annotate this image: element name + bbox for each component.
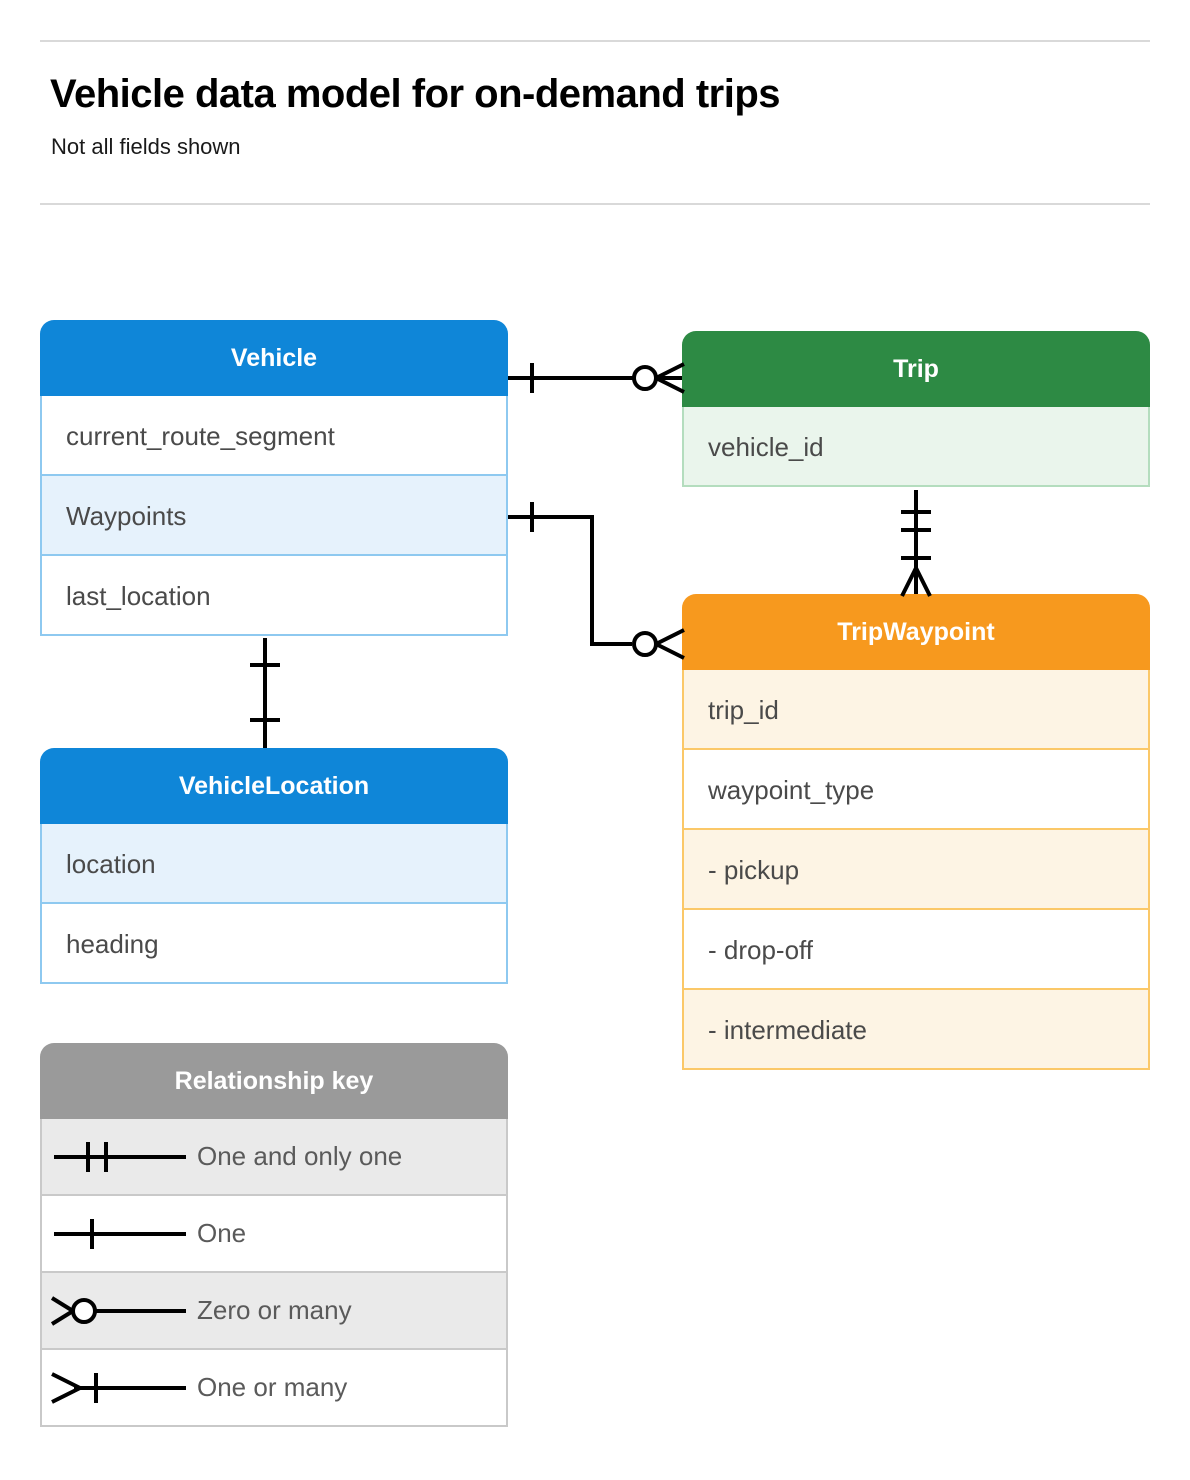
entity-vehiclelocation[interactable]: VehicleLocation location heading: [40, 748, 508, 984]
entity-trip-title: Trip: [682, 331, 1150, 407]
legend-label-one-and-only-one: One and only one: [197, 1141, 403, 1171]
zero-or-many-icon: [42, 1291, 197, 1331]
bottom-divider: [40, 203, 1150, 205]
entity-tripwaypoint-value-dropoff[interactable]: - drop-off: [682, 910, 1150, 990]
connector-vehicle-to-trip: [508, 362, 685, 394]
entity-vehiclelocation-field-location[interactable]: location: [40, 824, 508, 904]
legend-item-one: One: [40, 1196, 508, 1273]
page-subtitle: Not all fields shown: [51, 134, 241, 159]
entity-vehicle-field-current-route-segment[interactable]: current_route_segment: [40, 396, 508, 476]
connector-vehicle-to-vehiclelocation: [250, 638, 280, 748]
legend-label-zero-or-many: Zero or many: [197, 1295, 352, 1325]
legend-label-one: One: [197, 1218, 247, 1248]
entity-vehicle[interactable]: Vehicle current_route_segment Waypoints …: [40, 320, 508, 636]
entity-tripwaypoint-field-trip-id[interactable]: trip_id: [682, 670, 1150, 750]
legend-item-one-and-only-one: One and only one: [40, 1119, 508, 1196]
entity-vehicle-field-waypoints[interactable]: Waypoints: [40, 476, 508, 556]
legend-label-one-or-many: One or many: [197, 1372, 348, 1402]
page-title: Vehicle data model for on-demand trips: [50, 72, 781, 116]
top-divider: [40, 40, 1150, 42]
connector-trip-to-tripwaypoint: [900, 490, 932, 597]
entity-tripwaypoint-value-pickup[interactable]: - pickup: [682, 830, 1150, 910]
entity-tripwaypoint-value-intermediate[interactable]: - intermediate: [682, 990, 1150, 1070]
relationship-key-title: Relationship key: [40, 1043, 508, 1119]
one-and-only-one-icon: [42, 1137, 197, 1177]
one-or-many-icon: [42, 1368, 197, 1408]
entity-trip[interactable]: Trip vehicle_id: [682, 331, 1150, 487]
one-icon: [42, 1214, 197, 1254]
legend-item-one-or-many: One or many: [40, 1350, 508, 1427]
entity-vehiclelocation-title: VehicleLocation: [40, 748, 508, 824]
relationship-key-legend: Relationship key One and only one One: [40, 1043, 508, 1427]
entity-tripwaypoint-title: TripWaypoint: [682, 594, 1150, 670]
entity-tripwaypoint-field-waypoint-type[interactable]: waypoint_type: [682, 750, 1150, 830]
connector-waypoints-to-tripwaypoint: [508, 502, 685, 660]
entity-tripwaypoint[interactable]: TripWaypoint trip_id waypoint_type - pic…: [682, 594, 1150, 1070]
entity-vehicle-title: Vehicle: [40, 320, 508, 396]
legend-item-zero-or-many: Zero or many: [40, 1273, 508, 1350]
entity-vehiclelocation-field-heading[interactable]: heading: [40, 904, 508, 984]
entity-vehicle-field-last-location[interactable]: last_location: [40, 556, 508, 636]
entity-trip-field-vehicle-id[interactable]: vehicle_id: [682, 407, 1150, 487]
